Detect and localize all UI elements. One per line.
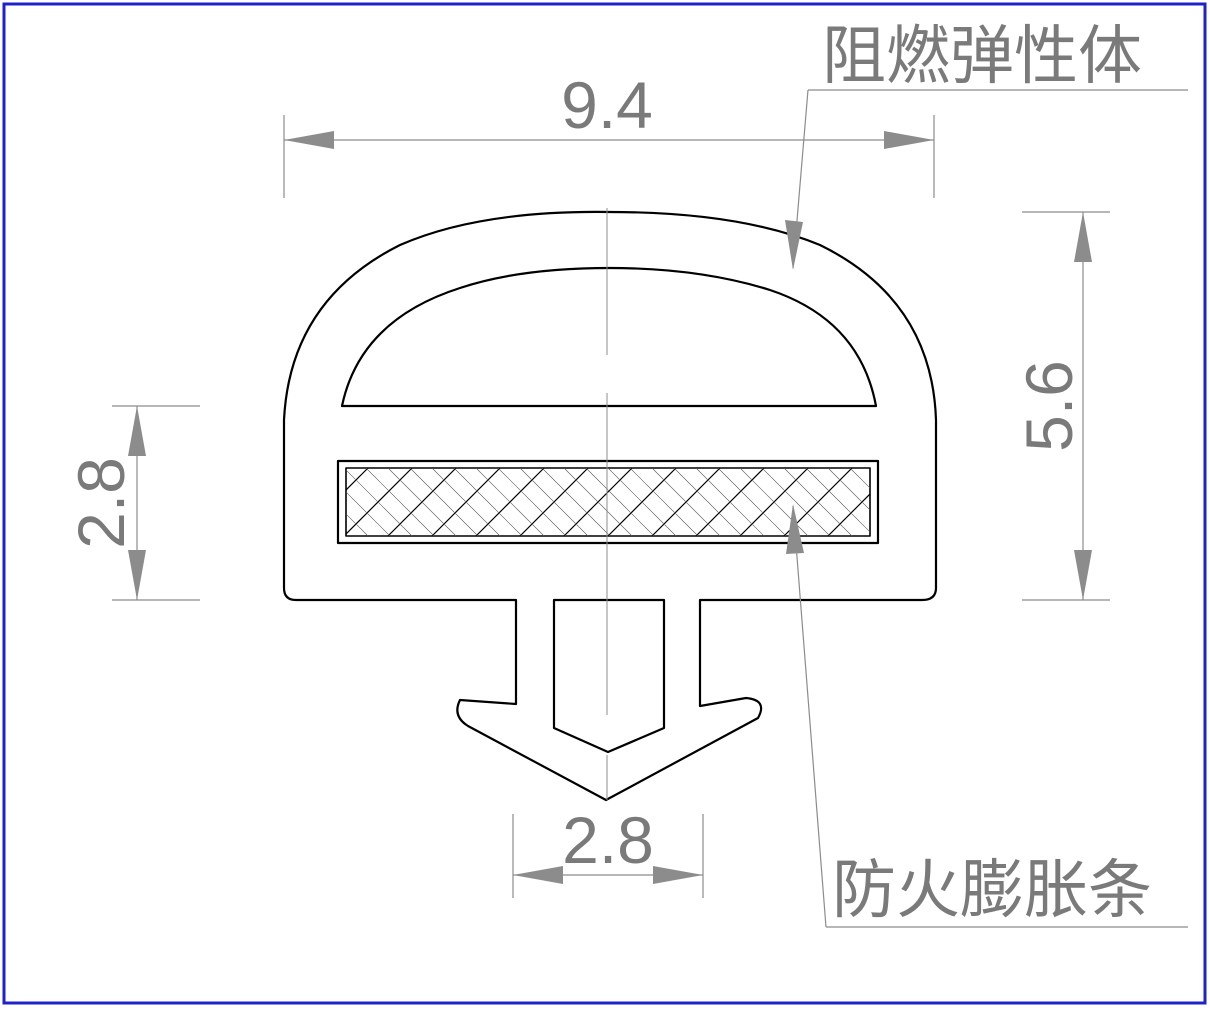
dimension-bottom-width-value: 2.8 bbox=[562, 803, 654, 877]
dimension-top-width: 9.4 bbox=[283, 68, 935, 198]
dimension-right-height-value: 5.6 bbox=[1012, 360, 1086, 452]
label-intumescent-strip: 防火膨胀条 bbox=[832, 854, 1152, 928]
dimension-left-height-value: 2.8 bbox=[64, 457, 138, 549]
seal-stem-channel bbox=[552, 598, 666, 754]
leader-elastomer: 阻燃弹性体 bbox=[785, 20, 1188, 270]
dimension-top-width-value: 9.4 bbox=[561, 68, 653, 142]
strip-outer-box bbox=[336, 459, 880, 545]
leader-intumescent-strip: 防火膨胀条 bbox=[786, 504, 1188, 928]
strip-hatching bbox=[346, 468, 870, 536]
dimension-right-height: 5.6 bbox=[1012, 211, 1110, 601]
label-elastomer: 阻燃弹性体 bbox=[822, 20, 1142, 94]
dimension-bottom-width: 2.8 bbox=[512, 803, 704, 898]
dimension-left-height: 2.8 bbox=[64, 405, 200, 601]
seal-inner-chamber bbox=[340, 266, 878, 408]
